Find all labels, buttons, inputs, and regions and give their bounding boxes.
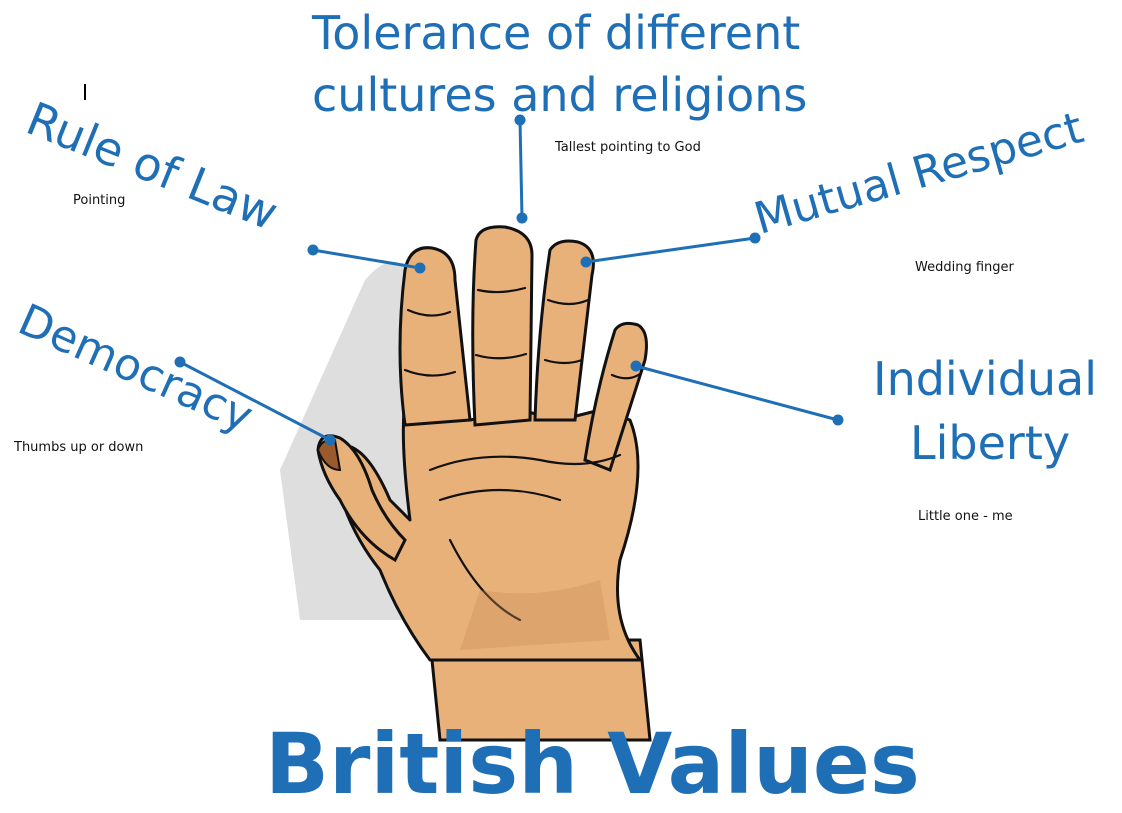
individual-liberty-note: Little one - me bbox=[918, 509, 1013, 524]
rule-of-law-note: Pointing bbox=[73, 193, 126, 208]
text-cursor bbox=[84, 84, 86, 100]
connector-individual-liberty bbox=[635, 364, 839, 422]
individual-liberty-label-line2: Liberty bbox=[910, 416, 1071, 470]
connector-democracy bbox=[179, 360, 331, 442]
connector-tolerance bbox=[518, 119, 524, 219]
mutual-respect-note: Wedding finger bbox=[915, 260, 1014, 275]
connector-mutual-respect bbox=[585, 236, 756, 264]
tolerance-label-line2: cultures and religions bbox=[312, 68, 808, 122]
connector-rule-of-law bbox=[312, 248, 421, 270]
democracy-note: Thumbs up or down bbox=[14, 440, 144, 455]
individual-liberty-label-line1: Individual bbox=[873, 352, 1098, 406]
page-title: British Values bbox=[265, 715, 920, 813]
tolerance-label-line1: Tolerance of different bbox=[312, 6, 801, 60]
tolerance-note: Tallest pointing to God bbox=[555, 140, 701, 155]
